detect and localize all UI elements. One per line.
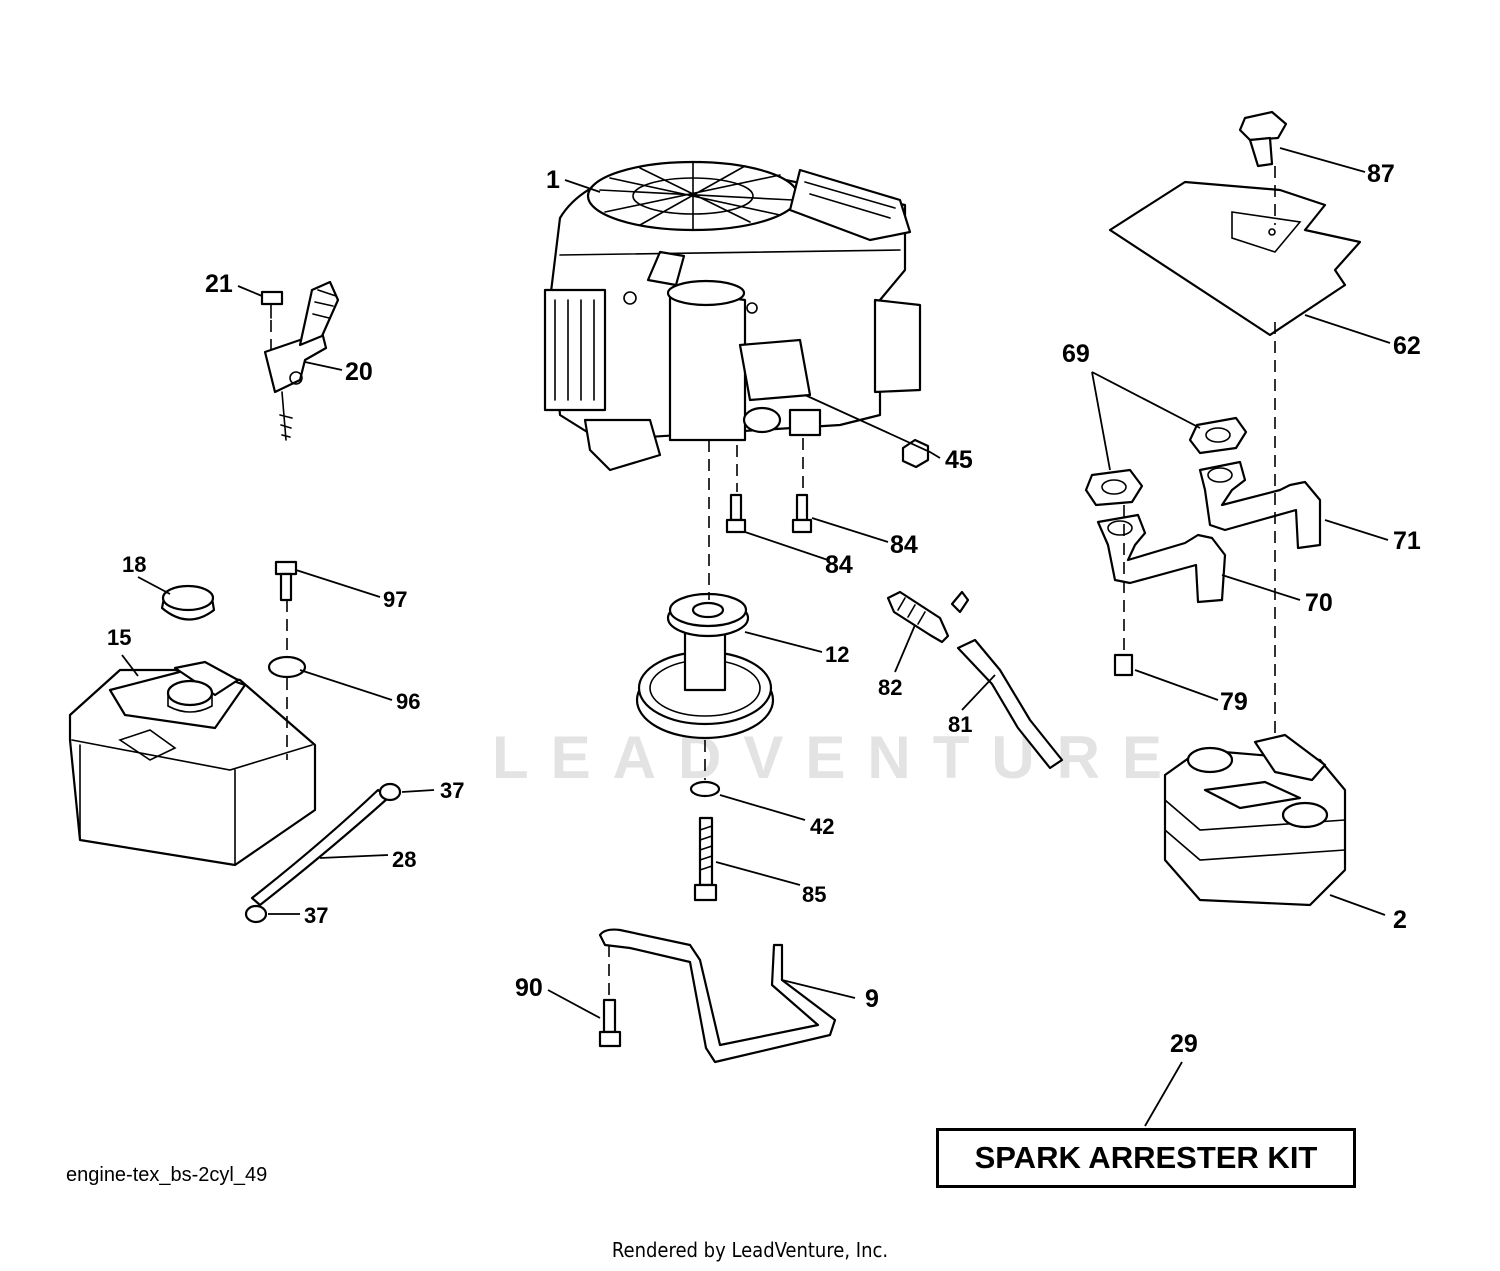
bolt-part-79[interactable] bbox=[1113, 653, 1134, 677]
callout-87: 87 bbox=[1367, 160, 1395, 188]
callout-37-lower: 37 bbox=[304, 903, 328, 928]
fuel-tank-part[interactable] bbox=[68, 660, 317, 867]
bolt-part-21[interactable] bbox=[260, 290, 284, 319]
nut-part-45[interactable] bbox=[901, 438, 930, 469]
callout-45: 45 bbox=[945, 446, 973, 474]
callout-18: 18 bbox=[122, 552, 146, 577]
callout-20: 20 bbox=[345, 358, 373, 386]
callout-29: 29 bbox=[1170, 1030, 1198, 1058]
callout-90: 90 bbox=[515, 974, 543, 1002]
muffler-part[interactable] bbox=[1163, 733, 1347, 907]
fuel-hose-part-28[interactable] bbox=[250, 788, 390, 907]
callout-42: 42 bbox=[810, 814, 834, 839]
engine-part[interactable] bbox=[543, 160, 922, 472]
callout-96: 96 bbox=[396, 689, 420, 714]
callout-85: 85 bbox=[802, 882, 826, 907]
exhaust-pipe-part-70[interactable] bbox=[1096, 513, 1227, 604]
callout-15: 15 bbox=[107, 625, 131, 650]
knob-part-87[interactable] bbox=[1238, 110, 1288, 168]
callout-62: 62 bbox=[1393, 332, 1421, 360]
watermark-text: LEADVENTURE bbox=[492, 724, 1184, 791]
bolt-part-85[interactable] bbox=[693, 816, 718, 902]
clamp-part-37b[interactable] bbox=[244, 904, 268, 924]
callout-21: 21 bbox=[205, 270, 233, 298]
callout-69: 69 bbox=[1062, 340, 1090, 368]
callout-labels: 1 21 20 45 87 62 69 71 70 84 84 18 97 15… bbox=[107, 160, 1421, 1058]
gasket-part-69[interactable] bbox=[1084, 416, 1248, 507]
callout-12: 12 bbox=[825, 642, 849, 667]
throttle-control-part[interactable] bbox=[263, 280, 340, 441]
alignment-lines bbox=[270, 166, 1276, 998]
washer-part-42[interactable] bbox=[689, 780, 721, 798]
callout-84-upper: 84 bbox=[890, 531, 918, 559]
callout-70: 70 bbox=[1305, 589, 1333, 617]
pulley-part[interactable] bbox=[635, 592, 775, 740]
fuel-line-part-81[interactable] bbox=[956, 638, 1064, 770]
rod-part-9[interactable] bbox=[598, 928, 837, 1064]
callout-79: 79 bbox=[1220, 688, 1248, 716]
spark-arrester-kit-box[interactable]: SPARK ARRESTER KIT bbox=[936, 1128, 1356, 1188]
callout-1: 1 bbox=[546, 166, 560, 194]
callout-97: 97 bbox=[383, 587, 407, 612]
fuel-cap-part[interactable] bbox=[160, 584, 216, 621]
spark-arrester-kit-label: SPARK ARRESTER KIT bbox=[974, 1140, 1318, 1175]
exhaust-pipe-part-71[interactable] bbox=[1198, 460, 1322, 550]
screw-part-97[interactable] bbox=[274, 560, 298, 602]
fuel-fitting-part-82[interactable] bbox=[886, 590, 970, 644]
clamp-part-37a[interactable] bbox=[378, 782, 402, 802]
callout-71: 71 bbox=[1393, 527, 1421, 555]
callout-81: 81 bbox=[948, 712, 972, 737]
callout-2: 2 bbox=[1393, 906, 1407, 934]
bolt-part-90[interactable] bbox=[598, 998, 622, 1048]
callout-28: 28 bbox=[392, 847, 416, 872]
leader-lines bbox=[121, 147, 1391, 1127]
callout-9: 9 bbox=[865, 985, 879, 1013]
callout-84-lower: 84 bbox=[825, 551, 853, 579]
bolt-part-84b[interactable] bbox=[791, 493, 813, 534]
heat-shield-part[interactable] bbox=[1108, 180, 1362, 337]
render-credit-text: Rendered by LeadVenture, Inc. bbox=[611, 1238, 889, 1262]
callout-37-upper: 37 bbox=[440, 778, 464, 803]
callout-82: 82 bbox=[878, 675, 902, 700]
bolt-part-84a[interactable] bbox=[725, 493, 747, 534]
diagram-code-label: engine-tex_bs-2cyl_49 bbox=[66, 1164, 268, 1186]
washer-part-96[interactable] bbox=[267, 655, 307, 679]
